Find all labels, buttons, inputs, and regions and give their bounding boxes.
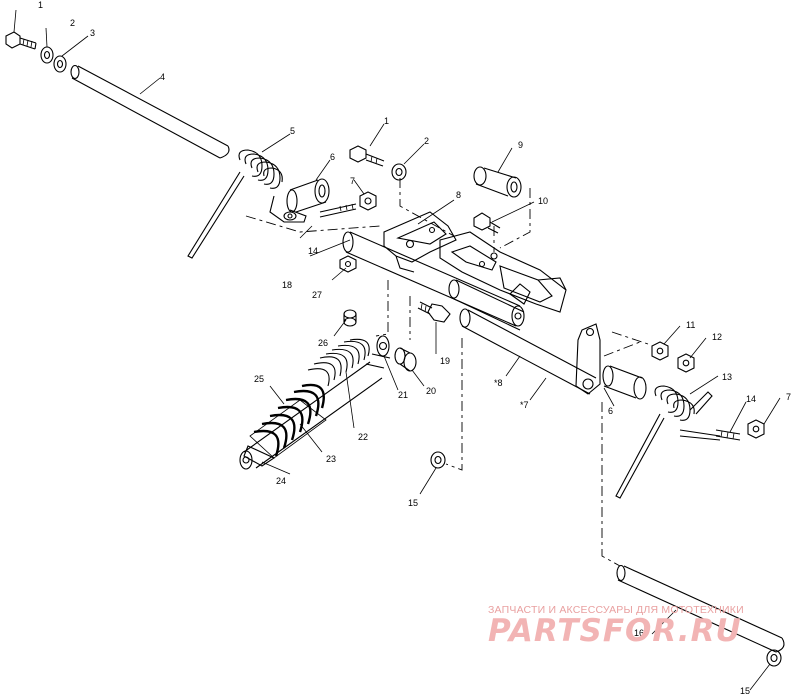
callout-2-mid: 2 [424,136,429,146]
callout-3: 3 [90,28,95,38]
washer-3-top-left [53,55,67,73]
callout-21: 21 [398,390,408,400]
callout-labels: 1 2 3 4 5 6 7 18 14 27 1 2 9 10 8 26 19 … [38,0,791,696]
callout-13: 13 [722,372,732,382]
bolt-14-left [319,203,357,218]
callout-8: 8 [456,190,461,200]
washer-2-mid [391,163,407,181]
callout-22: 22 [358,432,368,442]
washer-15-center [430,451,446,469]
callout-20: 20 [426,386,436,396]
callout-7-rear: *7 [520,400,529,410]
nut-12 [677,353,695,373]
callout-9: 9 [518,140,523,150]
callout-8-rear: *8 [494,378,503,388]
nut-7-right [747,419,765,439]
callout-16: 16 [634,628,644,638]
callout-26: 26 [318,338,328,348]
callout-10: 10 [538,196,548,206]
bushing-9 [473,166,522,198]
leader-lines [13,9,781,691]
shock-body [243,399,327,467]
torsion-spring-13-right [615,385,721,499]
washer-2-top-left [40,46,54,64]
shock-spring-22 [307,338,370,387]
callout-19: 19 [440,356,450,366]
watermark-tagline: ЗАПЧАСТИ И АКСЕССУАРЫ ДЛЯ МОТОТЕХНИКИ [488,604,744,616]
callout-4: 4 [160,72,165,82]
callout-6-right: 6 [608,406,613,416]
rear-bracket-assembly [439,231,567,313]
rod-16 [616,564,785,653]
link-plate [575,323,601,395]
rear-axle-8 [459,308,597,395]
torsion-spring-5-left [187,149,307,259]
callout-25: 25 [254,374,264,384]
bolt-10 [473,212,501,234]
bushing-6-right [602,365,647,400]
bolt-19 [417,301,451,323]
callout-5: 5 [290,126,295,136]
nut-27 [339,255,357,273]
mounting-bracket-8 [383,211,457,273]
callout-15-bottom: 15 [740,686,750,696]
bolt-1-mid [349,145,385,167]
bracket-inner-tube [448,279,525,331]
bushing-6-left [286,178,330,213]
rod-4 [70,64,230,159]
bushing-26 [343,309,357,327]
front-cross-shaft [342,231,525,327]
watermark-logo: PARTSFOR.RU [488,613,742,649]
callout-14-left: 14 [308,246,318,256]
bolt-14-right [715,429,741,441]
callout-27: 27 [312,290,322,300]
bushing-20 [394,347,417,372]
callout-15-center: 15 [408,498,418,508]
callout-12: 12 [712,332,722,342]
callout-6-left: 6 [330,152,335,162]
nut-11 [651,341,669,361]
callout-11: 11 [686,320,695,330]
callout-7-right: 7 [786,392,791,402]
callout-14-right: 14 [746,394,756,404]
callout-18: 18 [282,280,292,290]
nut-7-left [359,191,377,211]
callout-24: 24 [276,476,286,486]
bolt-1-top-left [5,31,37,50]
assembly-lines [245,178,649,567]
callout-23: 23 [326,454,336,464]
callout-7-left: 7 [350,176,355,186]
callout-2: 2 [70,18,75,28]
callout-1: 1 [38,0,43,10]
shock-absorber [239,335,391,470]
washer-15-bottom [766,649,782,667]
shock-spring-23-coils [253,383,325,457]
callout-1-mid: 1 [384,116,389,126]
